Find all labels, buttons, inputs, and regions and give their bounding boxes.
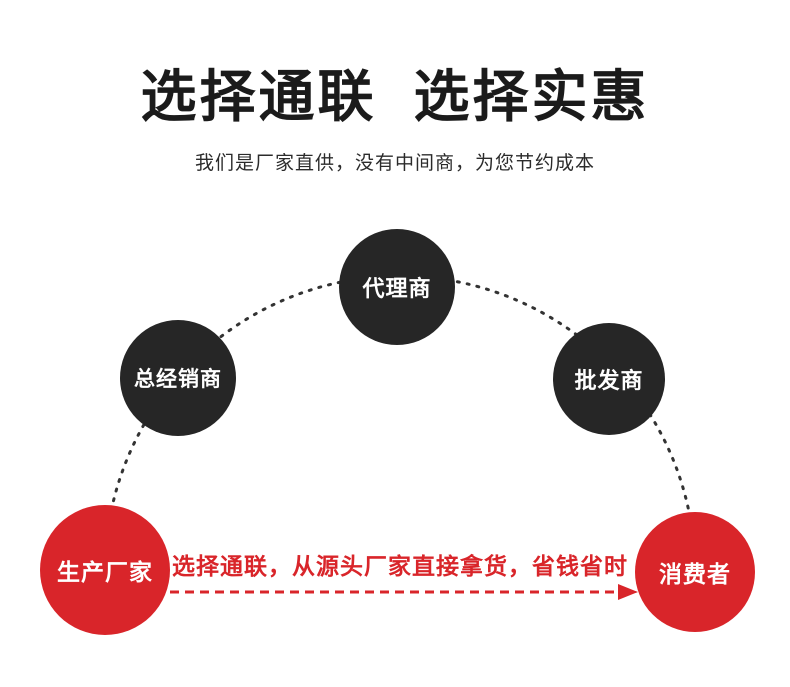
- node-wholesaler-label: 批发商: [574, 368, 644, 393]
- node-agent-label: 代理商: [362, 276, 432, 301]
- node-consumer: 消费者: [635, 512, 755, 632]
- node-producer-label: 生产厂家: [57, 559, 153, 585]
- node-distributor-label: 总经销商: [134, 368, 222, 391]
- node-producer: 生产厂家: [40, 505, 170, 635]
- node-agent: 代理商: [339, 229, 455, 345]
- node-consumer-label: 消费者: [659, 561, 731, 587]
- node-distributor: 总经销商: [120, 320, 236, 436]
- page-subtitle: 我们是厂家直供，没有中间商，为您节约成本: [194, 153, 595, 174]
- direct-supply-caption: 选择通联，从源头厂家直接拿货，省钱省时: [172, 553, 628, 579]
- node-wholesaler: 批发商: [553, 323, 665, 435]
- page-title: 选择通联 选择实惠: [140, 65, 650, 128]
- direct-supply-arrow-head: [618, 584, 638, 600]
